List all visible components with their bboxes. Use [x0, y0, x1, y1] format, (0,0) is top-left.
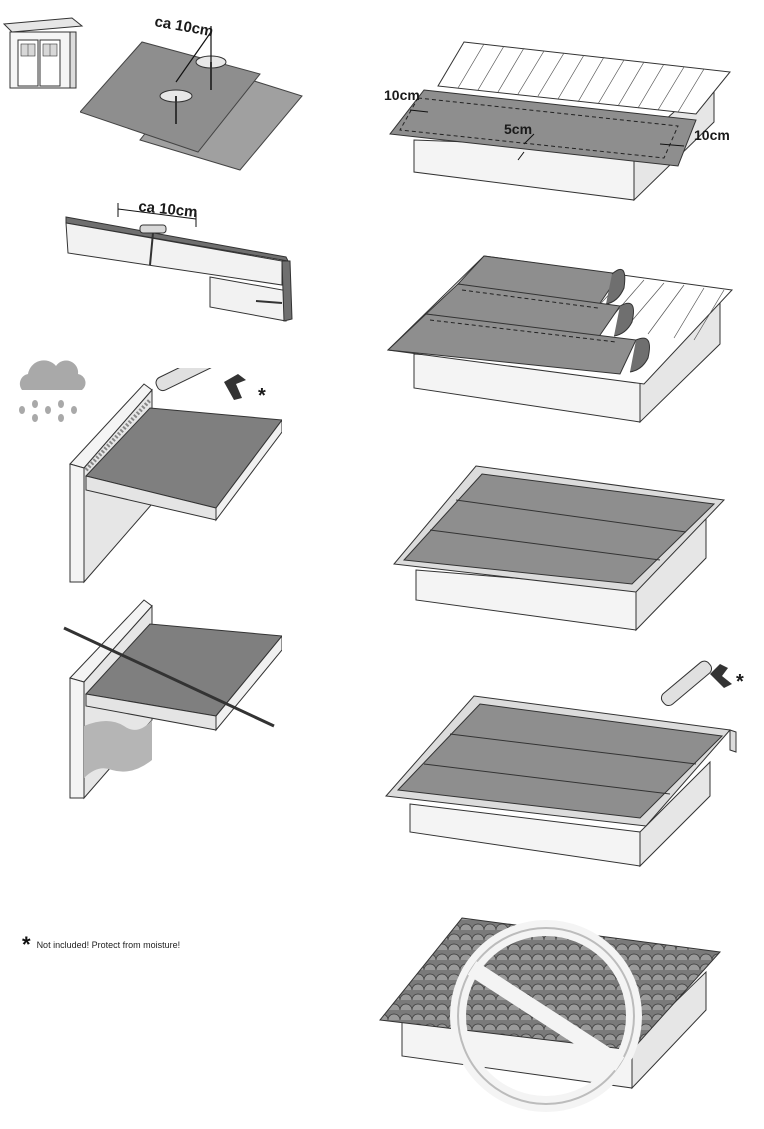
footnote: * Not included! Protect from moisture! [22, 932, 181, 957]
felt-nailing-illustration: ca 10cm [80, 13, 303, 171]
roof-boards-measure-illustration: 10cm 5cm 10cm [384, 41, 731, 202]
nail-spacing-label-top: ca 10cm [153, 13, 214, 40]
footnote-asterisk: * [22, 932, 31, 957]
eave-edge-illustration: ca 10cm [65, 198, 293, 322]
wall-sealing-wrong-illustration [63, 599, 282, 800]
overlap-label: 5cm [504, 121, 532, 137]
rain-cloud-icon [19, 360, 86, 422]
shed-illustration [2, 17, 84, 89]
overhang-label-left: 10cm [384, 87, 420, 103]
felt-finished-illustration [393, 465, 726, 632]
asterisk-note-marker-1: * [258, 385, 266, 407]
shingles-not-allowed-illustration [379, 917, 722, 1112]
wall-sealing-correct-illustration: * [69, 368, 282, 584]
edge-sealing-illustration: * [384, 660, 744, 868]
overhang-label-right: 10cm [694, 127, 730, 143]
asterisk-note-marker-2: * [736, 671, 744, 693]
footnote-text: Not included! Protect from moisture! [36, 940, 181, 950]
nail-spacing-label-side: ca 10cm [138, 198, 199, 221]
felt-rolling-illustration [386, 255, 734, 424]
